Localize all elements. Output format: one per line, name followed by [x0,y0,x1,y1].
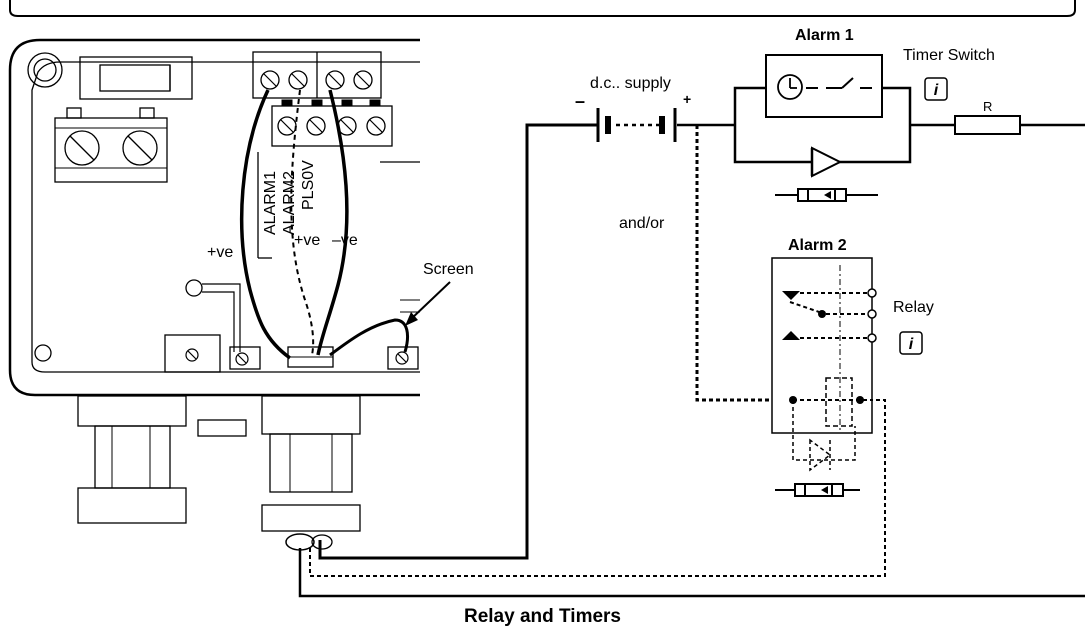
fuse [99,64,171,92]
screw-icon [306,116,326,136]
screen-label: Screen [423,261,474,278]
screw-icon [353,70,373,90]
alarm1-circuit [733,54,912,202]
polarity-alarm1: +ve [207,244,233,261]
enclosure-inner [31,61,420,373]
screw-icon [122,130,158,166]
earth-terminal [164,334,221,373]
screw-icon [260,70,280,90]
mount-hole-top-inner [33,58,57,82]
screen-pointer [405,281,451,326]
info-icon: i [899,331,923,355]
polarity-common: –ve [332,232,358,249]
screen-wire [329,318,409,357]
contact-arrow-icon [782,291,800,300]
signal-terminal-block [271,105,393,147]
screw-icon [395,351,409,365]
relay-box [771,257,873,434]
earth-stud [185,279,203,297]
relay-coil [825,377,853,427]
wire-pls0v [316,89,349,356]
alarm1-title: Alarm 1 [795,27,854,44]
timer-switch-box [765,54,883,118]
info-icon: i [924,77,948,101]
relay-label: Relay [893,299,934,316]
top-frame [9,0,1076,17]
screw-icon [235,352,249,366]
power-terminal-block [54,117,168,183]
diode-package-icon [797,188,847,202]
screw-icon [64,130,100,166]
screw-icon [288,70,308,90]
cable-end [285,533,315,551]
internal-wires [240,89,409,360]
clock-icon [777,74,803,100]
terminal-label-alarm1: ALARM1 [262,171,279,235]
mount-hole-top [27,52,63,88]
fuse-holder [79,56,193,100]
screw-icon [185,348,199,362]
wire-andor [695,125,793,402]
timer-switch-label: Timer Switch [903,47,995,64]
supply-neg-label: – [575,91,585,111]
mount-hole-bottom [34,344,52,362]
diagram-caption: Relay and Timers [463,606,621,627]
right-gland [261,395,361,435]
dc-supply-symbol [596,108,677,142]
wire-alarm2 [290,89,315,356]
enclosure [8,38,420,551]
wire-alarm2-dashed [309,399,886,577]
info-symbol: i [909,336,914,353]
enclosure-outline [8,38,420,397]
screw-icon [366,116,386,136]
info-symbol: i [934,82,939,99]
supply-pos-label: + [683,91,691,107]
screen-terminal [387,346,419,370]
left-gland [77,395,187,427]
alarm2-relay [771,257,877,497]
external-wires [298,123,1085,598]
polarity-alarm2: +ve [294,232,320,249]
contact-arrow-icon [782,331,800,340]
terminal-label-pls0v: PLS0V [300,160,317,210]
wire-common-return [298,548,1085,598]
screw-icon [325,70,345,90]
alarm2-title: Alarm 2 [788,237,847,254]
resistor-icon [954,115,1021,135]
wire-to-supply-neg [318,123,597,560]
supply-label: d.c.. supply [590,75,671,92]
wire-alarm1 [240,89,292,360]
resistor-label: R [983,99,992,114]
diode-icon [811,146,843,178]
terminal-label-alarm2: ALARM2 [281,171,298,235]
andor-label: and/or [619,215,665,232]
diode-package-icon [794,483,844,497]
